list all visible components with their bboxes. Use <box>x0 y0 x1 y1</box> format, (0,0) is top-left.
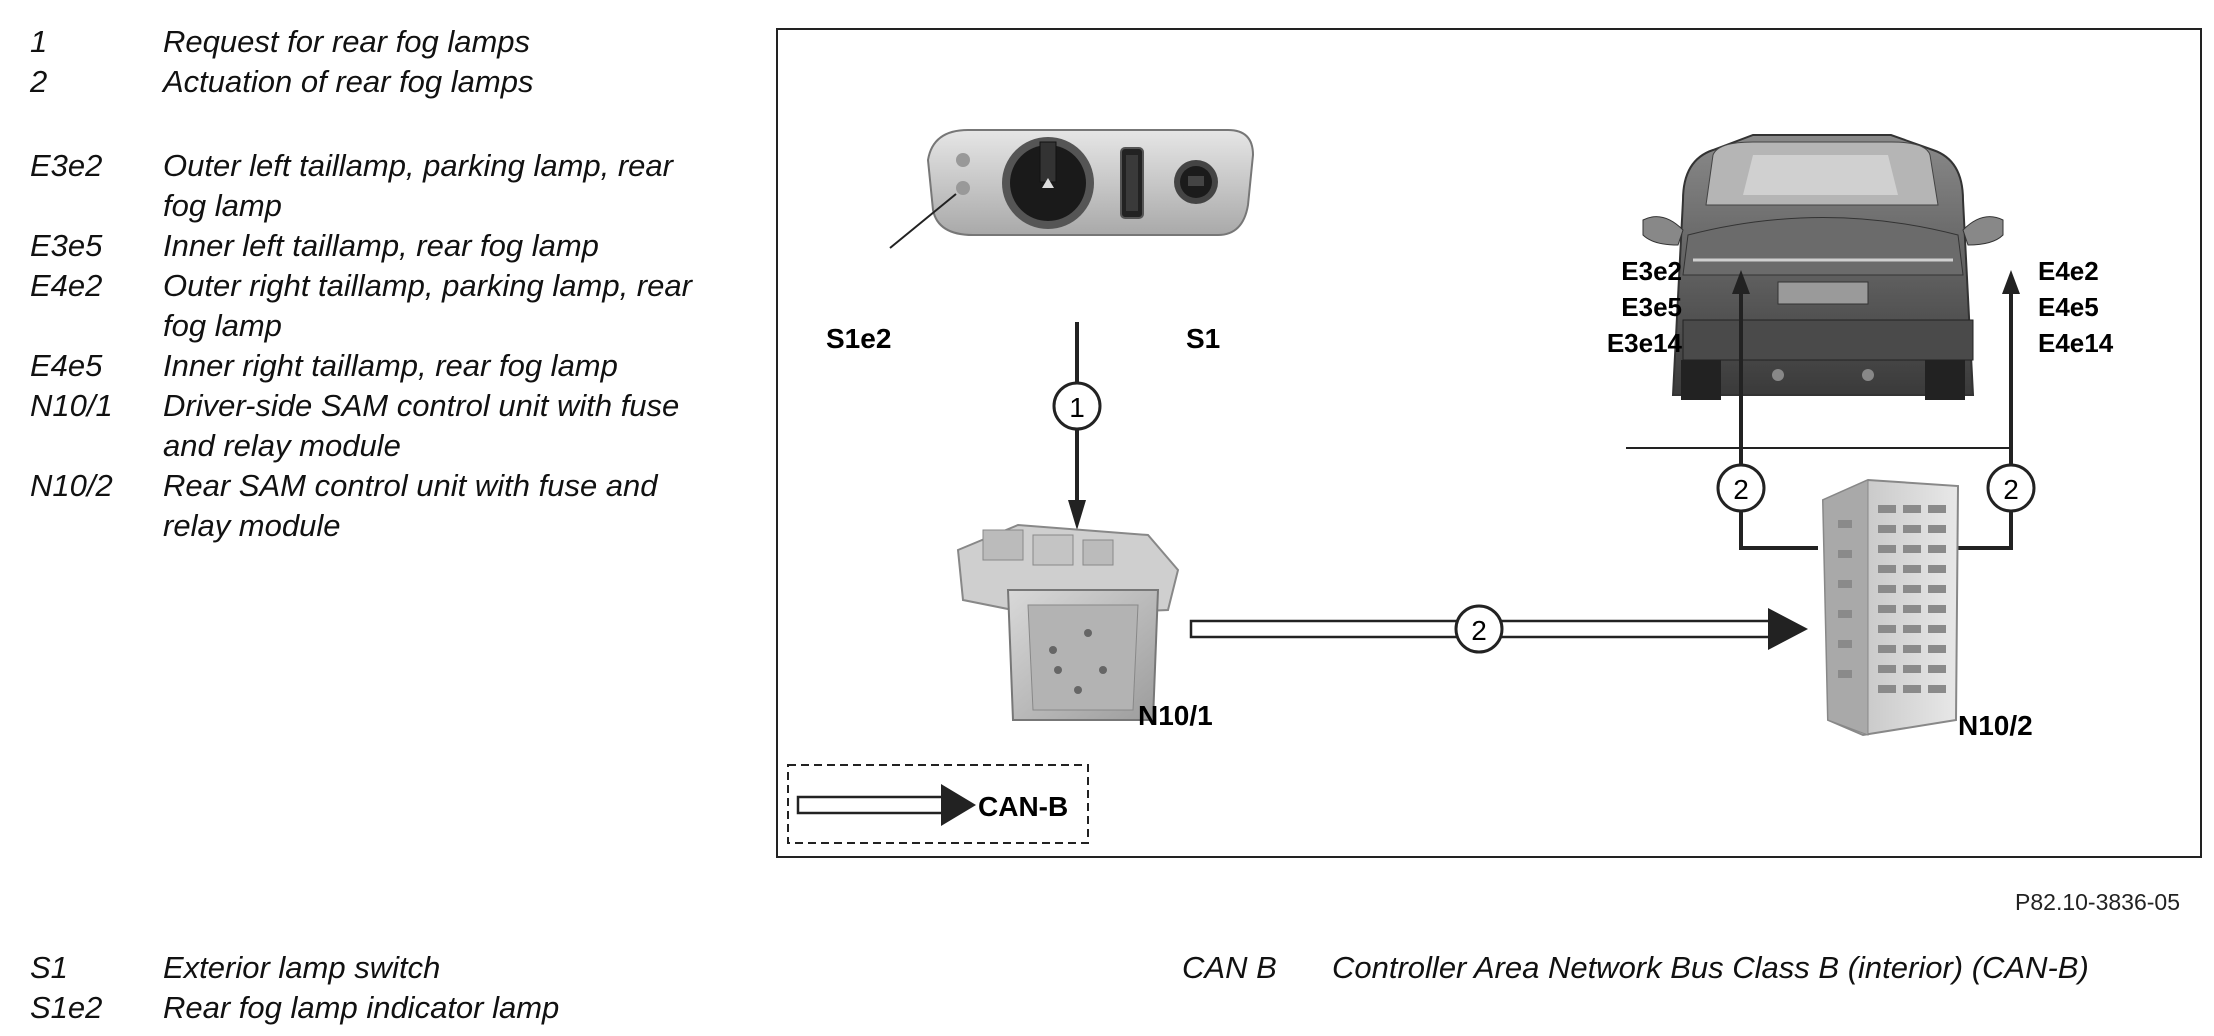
marker-can-actuation: 2 <box>1471 615 1487 646</box>
legend-desc: Driver-side SAM control unit with fuse a… <box>163 388 680 463</box>
right-actuation-arrow: 2 <box>1956 270 2036 550</box>
legend-code: E3e5 <box>30 228 103 263</box>
legend-code: CAN B <box>1182 950 1277 985</box>
label-s1: S1 <box>1186 323 1220 354</box>
label-e4e5: E4e5 <box>2038 292 2099 322</box>
legend-code: S1 <box>30 950 68 985</box>
label-n10-1: N10/1 <box>1138 700 1213 731</box>
label-e3e5: E3e5 <box>1621 292 1682 322</box>
legend-code: N10/1 <box>30 388 113 423</box>
legend-desc: Actuation of rear fog lamps <box>163 64 534 99</box>
legend-desc: Request for rear fog lamps <box>163 24 531 59</box>
marker-right-actuation: 2 <box>2003 474 2019 505</box>
legend-desc: Outer right taillamp, parking lamp, rear… <box>163 268 692 343</box>
label-n10-2: N10/2 <box>1958 710 2033 741</box>
legend-code: 1 <box>30 24 48 59</box>
driver-side-sam-module-image <box>956 523 1180 721</box>
vehicle-rear-image <box>1642 134 2004 400</box>
marker-request: 1 <box>1069 392 1085 423</box>
request-arrow: 1 <box>1052 322 1102 530</box>
label-can-b-key: CAN-B <box>978 791 1068 822</box>
exterior-lamp-switch-image <box>926 129 1255 236</box>
legend-code: 2 <box>30 64 48 99</box>
label-e4e2: E4e2 <box>2038 256 2099 286</box>
legend-code: E4e2 <box>30 268 103 303</box>
rear-sam-module-image <box>1821 478 1960 737</box>
legend-desc: Inner right taillamp, rear fog lamp <box>163 348 618 383</box>
can-bus-arrow: 2 <box>1189 604 1808 654</box>
legend-code: E4e5 <box>30 348 103 383</box>
can-b-key: CAN-B <box>787 764 1089 844</box>
reference-code: P82.10-3836-05 <box>2015 889 2180 915</box>
label-e3e2: E3e2 <box>1621 256 1682 286</box>
left-actuation-arrow: 2 <box>1716 270 1818 550</box>
diagram-canvas: S1e2 S1 1 N10/1 2 <box>787 129 2114 844</box>
s1e2-leader-line <box>889 193 957 249</box>
legend-desc: Exterior lamp switch <box>163 950 441 985</box>
legend-code: S1e2 <box>30 990 103 1025</box>
legend-code: E3e2 <box>30 148 103 183</box>
legend-code: N10/2 <box>30 468 113 503</box>
label-e3e14: E3e14 <box>1607 328 1683 358</box>
legend-desc: Rear SAM control unit with fuse and rela… <box>163 468 658 543</box>
label-s1e2: S1e2 <box>826 323 891 354</box>
marker-left-actuation: 2 <box>1733 474 1749 505</box>
diagram-frame: S1e2 S1 1 N10/1 2 <box>776 28 2202 858</box>
legend-desc: Controller Area Network Bus Class B (int… <box>1332 950 2089 985</box>
legend-desc: Outer left taillamp, parking lamp, rear … <box>163 148 673 223</box>
legend-desc: Inner left taillamp, rear fog lamp <box>163 228 599 263</box>
label-e4e14: E4e14 <box>2038 328 2114 358</box>
legend-desc: Rear fog lamp indicator lamp <box>163 990 560 1025</box>
